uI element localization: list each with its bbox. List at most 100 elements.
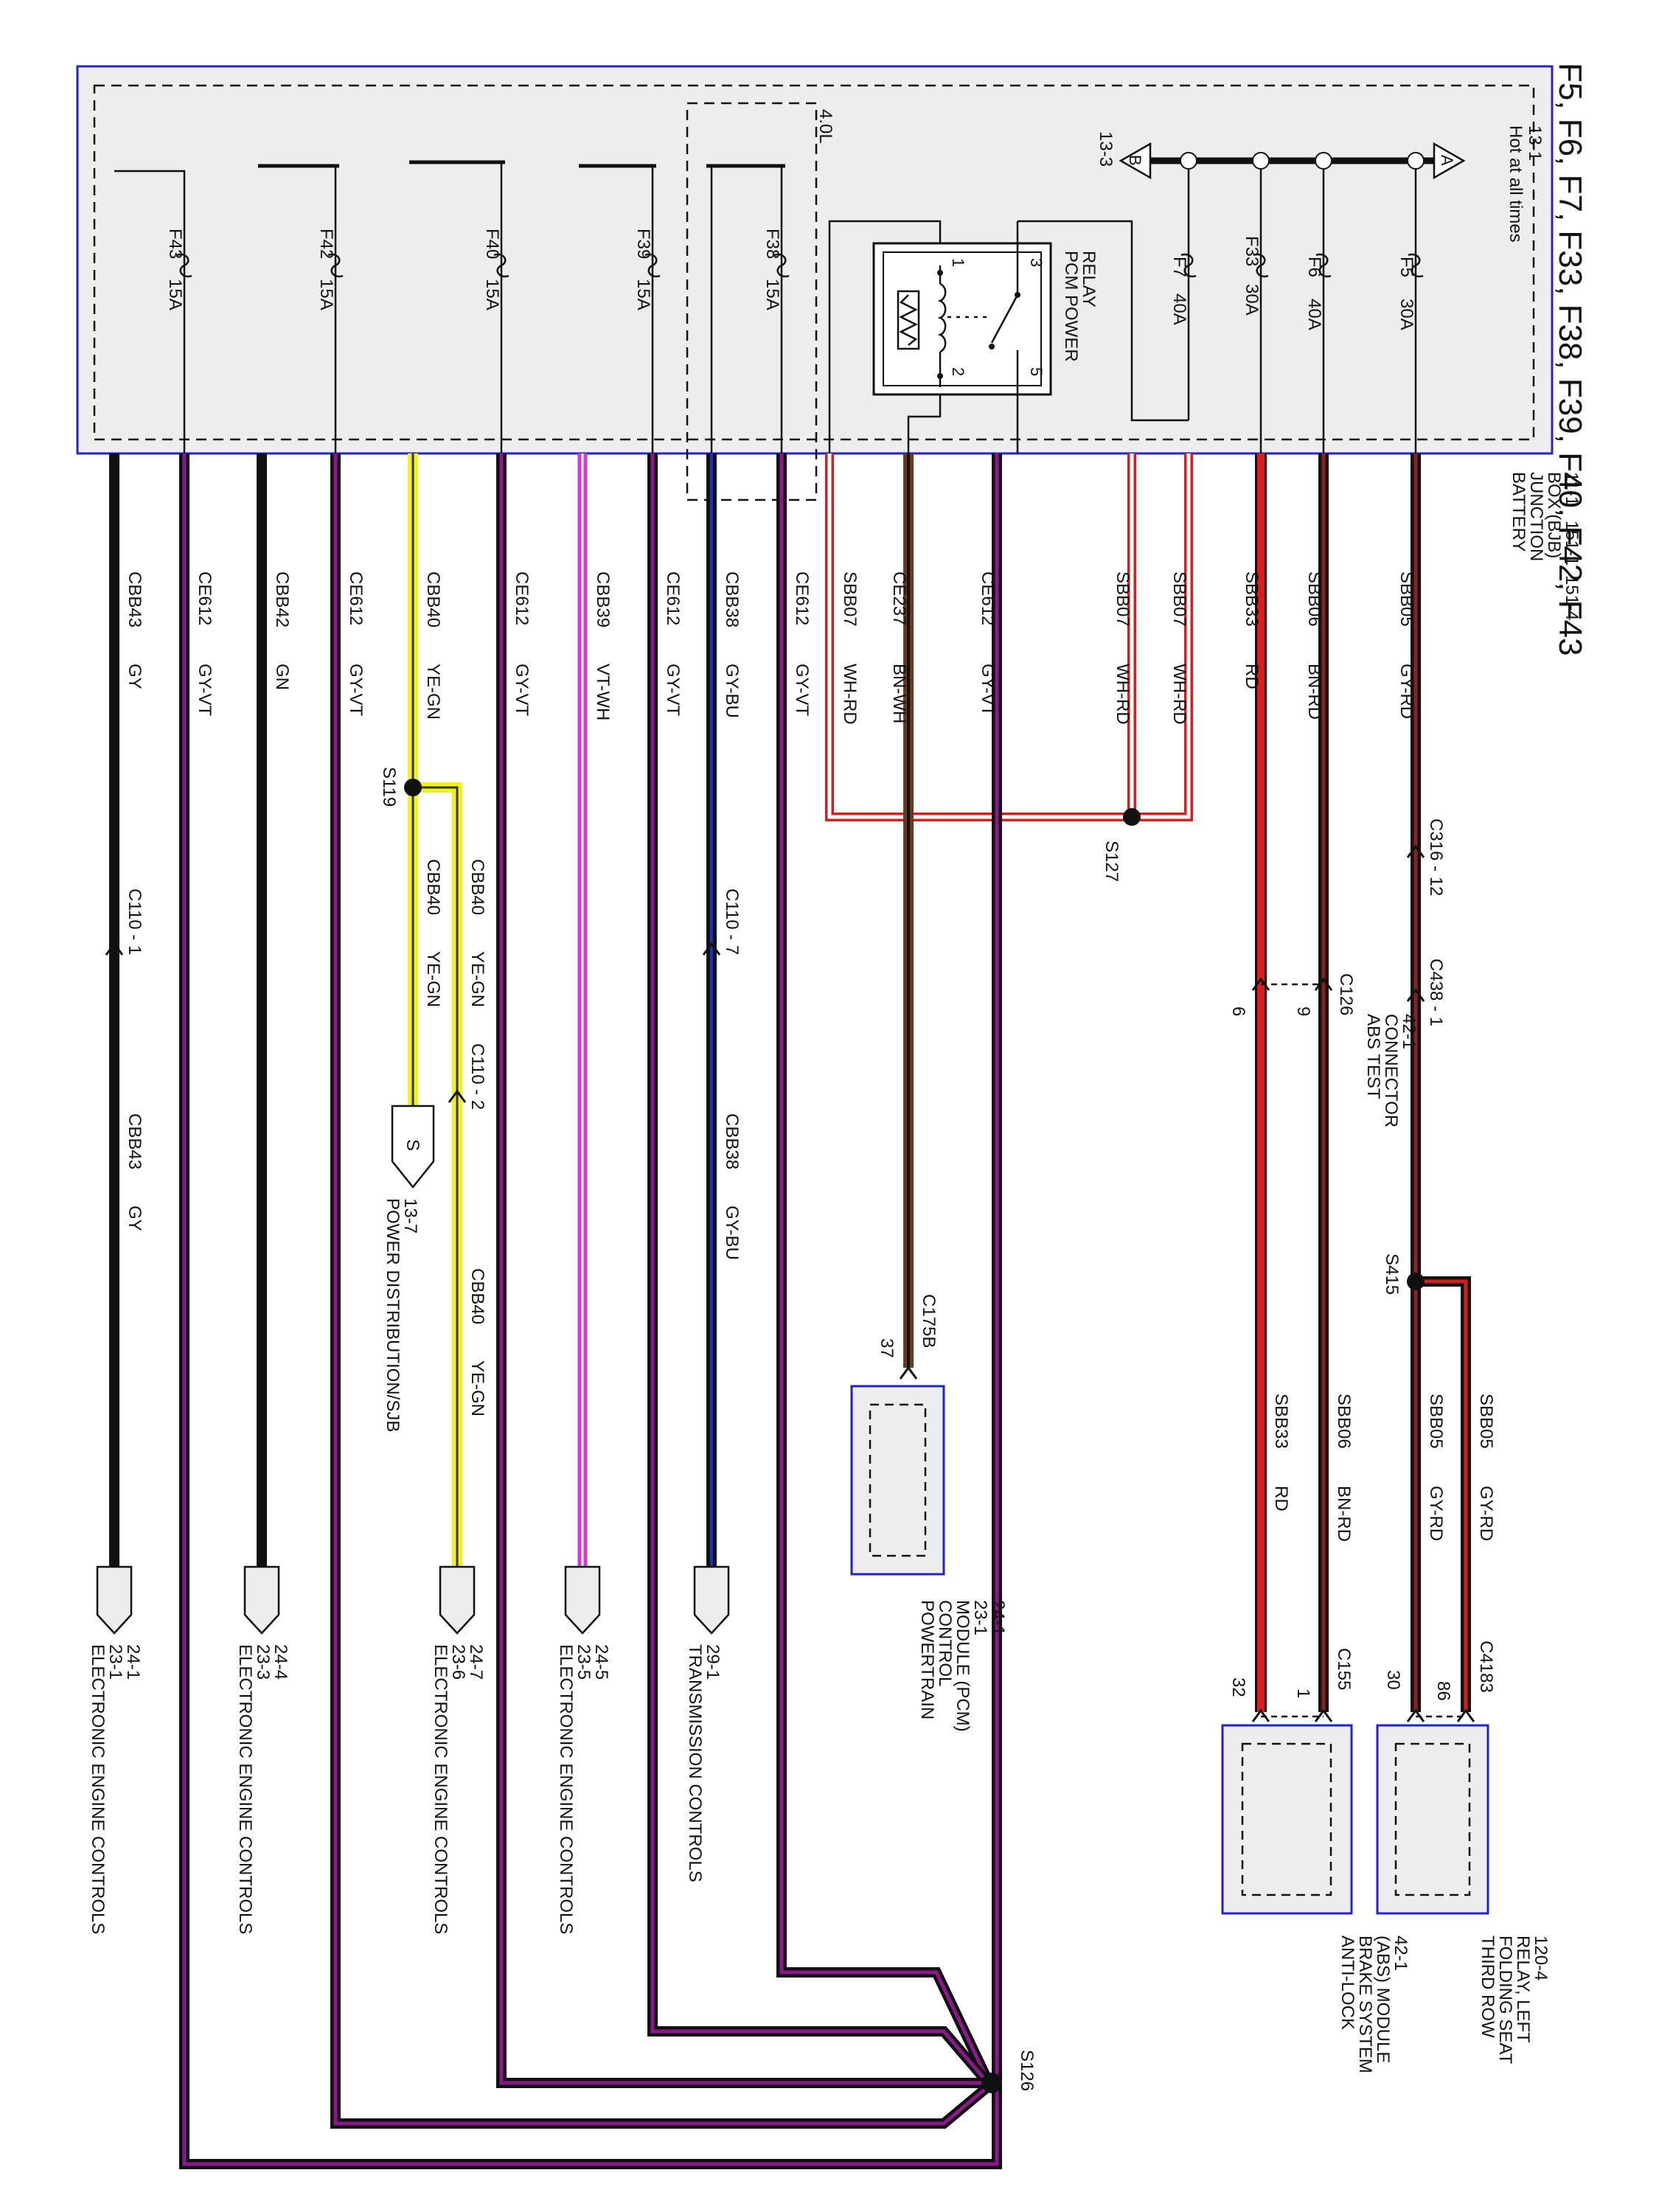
wire-label-sbb07-b-color: WH-RD <box>1113 664 1133 725</box>
wire-sbb07 <box>825 453 1193 821</box>
wire-label-sbb05-b: SBB05 <box>1476 1394 1496 1449</box>
power-distribution-ref-shape <box>391 1105 435 1189</box>
wire-label-ce612-f39: CE612 <box>663 571 683 625</box>
connector-c155-pin-32: 32 <box>1228 1677 1248 1697</box>
bus-a-triangle <box>1433 142 1466 180</box>
wire-label-sbb06-top-color: BN-RD <box>1304 664 1324 720</box>
trans-controls-label-1: TRANSMISSION CONTROLS <box>685 1644 705 1882</box>
wire-label-ce612-f40-color: GY-VT <box>512 664 532 716</box>
splice-s415: S415 <box>1382 1253 1402 1295</box>
variant-4-0l-box <box>686 102 818 501</box>
power-distribution-label-2: 13-7 <box>400 1198 420 1234</box>
eec42-label-2: 23-3 <box>253 1644 273 1680</box>
wire-label-sbb05-c-color: GY-RD <box>1426 1486 1446 1541</box>
eec40-label-1: ELECTRONIC ENGINE CONTROLS <box>431 1644 451 1934</box>
seat-relay-label-2: FOLDING SEAT <box>1495 1935 1515 2065</box>
eec39-label-1: ELECTRONIC ENGINE CONTROLS <box>556 1644 576 1934</box>
wire-sbb05 <box>1411 453 1471 1712</box>
fuse-f40-rating: 15A <box>482 279 502 310</box>
relay-resistor-zigzag <box>899 294 918 346</box>
eec39-label-2: 23-5 <box>574 1644 594 1680</box>
bus-node-f7 <box>1180 152 1197 170</box>
relay-pin-5: 5 <box>1027 367 1046 376</box>
wire-label-sbb06-b-color: BN-RD <box>1334 1486 1354 1542</box>
bjb-ref-1: 11-1 <box>1562 472 1582 506</box>
abs-module-inner <box>1241 1742 1332 1896</box>
wire-label-ce612-relay-color: GY-VT <box>978 664 998 716</box>
wire-label-cbb43-mid: CBB43 <box>125 1113 145 1169</box>
pcm-label-4: 23-1 <box>970 1600 990 1635</box>
wire-label-cbb38-color: GY-BU <box>722 664 742 718</box>
fuse-f43-rating: 15A <box>165 279 185 310</box>
wire-label-ce612-f38-color: GY-VT <box>792 664 812 716</box>
hot-at-all-times-label: Hot at all times <box>1506 125 1526 243</box>
fuse-f42-id: F42 <box>316 229 336 259</box>
connector-c4183-pin-30: 30 <box>1383 1670 1403 1690</box>
bus-b-ref: 13-3 <box>1096 131 1116 167</box>
bus-b-label: B <box>1126 155 1144 166</box>
bus-a-label: A <box>1438 155 1456 166</box>
connector-c126-pin-9: 9 <box>1293 1006 1313 1016</box>
fuse-f5-id: F5 <box>1397 257 1416 277</box>
f43-feed <box>114 170 186 453</box>
wire-label-sbb33-top: SBB33 <box>1242 571 1262 627</box>
seat-relay-label-4: 120-4 <box>1531 1935 1551 1980</box>
fuse-f6-rating: 40A <box>1304 299 1324 330</box>
eec42-label-1: ELECTRONIC ENGINE CONTROLS <box>235 1644 255 1934</box>
fuse-f5-rating: 30A <box>1397 299 1416 330</box>
wire-label-cbb43-top: CBB43 <box>125 571 145 627</box>
pcm-label-1: POWERTRAIN <box>917 1600 937 1719</box>
eec40-label-3: 24-7 <box>466 1644 486 1680</box>
wire-label-sbb05-top: SBB05 <box>1397 571 1416 627</box>
relay-pin-1: 1 <box>949 258 967 267</box>
f7-to-relay <box>1018 220 1189 422</box>
wire-label-ce612-f38: CE612 <box>792 571 812 625</box>
relay-pin2-feed <box>907 387 942 453</box>
wire-label-sbb05-top-color: GY-RD <box>1397 664 1416 719</box>
relay-name-1: PCM POWER <box>1061 251 1081 362</box>
seat-relay-label-1: THIRD ROW <box>1478 1935 1498 2038</box>
eec43-ref-shape <box>96 1565 133 1635</box>
bjb-ref-3: 151-4 <box>1562 575 1582 620</box>
connector-c110-1: C110 - 1 <box>125 888 145 955</box>
connector-c110-7: C110 - 7 <box>722 888 742 955</box>
pcm-module-box <box>850 1385 945 1576</box>
wire-label-ce237: CE237 <box>889 571 909 625</box>
wire-label-ce237-color: BN-WH <box>889 664 909 723</box>
wire-label-cbb38-mid-color: GY-BU <box>722 1206 742 1260</box>
connector-c4183: C4183 <box>1476 1641 1496 1693</box>
connector-c175b-pin: 37 <box>877 1338 897 1358</box>
trans-controls-label-2: 29-1 <box>703 1644 723 1680</box>
bjb-name-2: JUNCTION <box>1526 472 1546 561</box>
wire-label-sbb33-b-color: RD <box>1271 1486 1291 1512</box>
splice-s119-dot <box>404 779 422 796</box>
bus-b-triangle <box>1119 142 1152 180</box>
wire-label-cbb40-s119-a: CBB40 <box>467 859 487 915</box>
pcm-label-2: CONTROL <box>935 1600 955 1686</box>
abs-label-2: BRAKE SYSTEM <box>1355 1935 1375 2073</box>
fuse-f38-id: F38 <box>762 229 782 259</box>
fuse-f43-id: F43 <box>165 229 185 259</box>
abs-label-4: 42-1 <box>1391 1935 1411 1971</box>
wire-label-ce612-f39-color: GY-VT <box>663 664 683 716</box>
wire-label-cbb40-s119-a-color: YE-GN <box>467 951 487 1007</box>
relay-pin-2: 2 <box>949 367 967 376</box>
bjb-inner-dashed <box>93 84 1535 441</box>
bjb-name-1: BATTERY <box>1509 472 1528 552</box>
relay-pin5-dot <box>989 344 995 349</box>
power-distribution-letter: S <box>403 1139 422 1151</box>
wire-label-cbb39-color: VT-WH <box>593 664 613 720</box>
wire-ce612-bundle <box>179 453 1002 2169</box>
diagram-title: F5, F6, F7, F33, F38, F39, F40, F42, F43 <box>1552 63 1588 656</box>
fuse-f33-rating: 30A <box>1242 284 1262 316</box>
seat-relay-label-3: RELAY, LEFT <box>1513 1935 1533 2043</box>
fuse-f7-rating: 40A <box>1169 293 1189 325</box>
wire-label-sbb05-c: SBB05 <box>1426 1394 1446 1449</box>
bjb-name-3: BOX (BJB) <box>1544 472 1564 558</box>
eec39-ref-shape <box>564 1565 601 1635</box>
fuse-f38-rating: 15A <box>762 279 782 310</box>
connector-c126: C126 <box>1336 973 1356 1015</box>
splice-s127-dot <box>1123 808 1141 826</box>
splice-s126-dot <box>981 2073 1002 2093</box>
wire-label-sbb05-b-color: GY-RD <box>1476 1486 1496 1541</box>
